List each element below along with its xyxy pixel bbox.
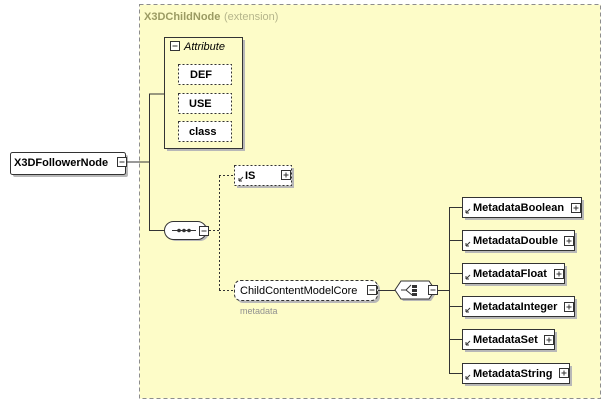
group-element-box[interactable] bbox=[234, 280, 378, 301]
attribute-use-box[interactable] bbox=[178, 93, 232, 114]
metadata-boolean-label: MetadataBoolean bbox=[473, 202, 565, 214]
metadata-integer-label: MetadataInteger bbox=[473, 301, 558, 313]
metadata-double-label: MetadataDouble bbox=[473, 235, 558, 247]
metadata-set-node[interactable] bbox=[462, 329, 558, 353]
metadata-float-label: MetadataFloat bbox=[473, 268, 547, 280]
is-element-box[interactable] bbox=[234, 165, 292, 186]
group-element-label: ChildContentModelCore bbox=[240, 285, 358, 297]
attribute-class-box[interactable] bbox=[178, 121, 232, 142]
metadata-string-label: MetadataString bbox=[473, 368, 553, 380]
extension-title: X3DChildNode bbox=[144, 11, 221, 23]
group-element-note: metadata bbox=[240, 306, 278, 316]
metadata-set-label: MetadataSet bbox=[473, 334, 538, 346]
root-element-label: X3DFollowerNode bbox=[14, 157, 109, 169]
extension-note: (extension) bbox=[224, 11, 279, 23]
attribute-def-label: DEF bbox=[190, 69, 212, 81]
is-element-label: IS bbox=[245, 170, 256, 182]
metadata-integer-node[interactable] bbox=[462, 296, 578, 320]
metadata-string-node[interactable] bbox=[462, 363, 573, 387]
metadata-double-node[interactable] bbox=[462, 230, 578, 254]
attribute-def-box[interactable] bbox=[178, 64, 232, 85]
attribute-class-label: class bbox=[189, 126, 217, 138]
attribute-use-label: USE bbox=[189, 98, 212, 110]
metadata-boolean-node[interactable] bbox=[462, 197, 585, 221]
attributes-group-label: Attribute bbox=[184, 41, 225, 53]
metadata-float-node[interactable] bbox=[462, 263, 568, 287]
